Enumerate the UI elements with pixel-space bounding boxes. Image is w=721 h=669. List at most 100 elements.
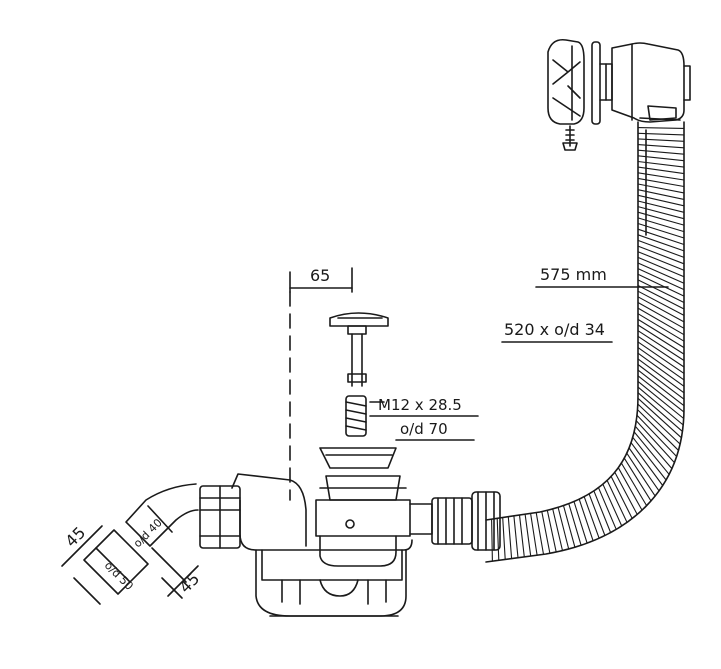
hose-rib <box>637 307 685 336</box>
hose-rib <box>530 512 538 556</box>
hose-rib <box>637 262 685 284</box>
hose-rib <box>637 234 685 252</box>
hose-rib <box>588 493 606 537</box>
hose-rib <box>636 409 679 451</box>
hose-rib <box>491 518 493 562</box>
hose-length-label: 575 mm <box>540 265 607 284</box>
hose-rib <box>637 347 685 381</box>
hose-rib <box>637 239 685 258</box>
hose-rib <box>602 483 623 527</box>
hose-rib <box>573 501 588 544</box>
hose-rib <box>637 206 685 220</box>
hose-rib <box>623 457 652 502</box>
hose-rib <box>635 420 675 464</box>
hose-rib <box>557 506 570 550</box>
hose-rib <box>637 380 685 420</box>
hose-rib <box>626 452 656 497</box>
hose-rib <box>633 431 670 475</box>
screw-label: M12 x 28.5 <box>378 396 462 414</box>
hose-rib <box>637 183 685 194</box>
hose-rib <box>552 508 564 552</box>
angle-bottom-label: 45 <box>175 569 203 597</box>
gap-dimension <box>289 267 353 501</box>
hose-rib <box>637 324 685 355</box>
hose-rib <box>637 284 685 310</box>
hose-rib <box>637 290 685 316</box>
hose-rib <box>637 330 685 362</box>
hose-rib <box>620 462 648 507</box>
hose-rib <box>610 475 633 520</box>
hose-rib <box>637 386 684 426</box>
hose-rib <box>637 273 685 297</box>
hose-rib <box>637 251 685 271</box>
hose-rib <box>637 160 685 168</box>
hose-connector <box>431 491 501 551</box>
corrugated-hose <box>485 121 685 563</box>
bottle-trap <box>231 473 413 617</box>
hose-rib <box>637 217 685 233</box>
hose-rib <box>637 138 685 142</box>
elbow-od-label: o/d 40 <box>131 516 165 550</box>
overflow-body <box>611 42 691 123</box>
hose-rib <box>637 155 685 162</box>
hose-rib <box>578 498 594 542</box>
hose-rib <box>637 341 685 374</box>
hose-rib <box>637 268 685 291</box>
hose-rib <box>637 132 685 136</box>
hose-rib <box>606 479 628 523</box>
trap-nut <box>199 485 241 549</box>
overflow-flange <box>591 41 613 125</box>
hose-rib <box>637 363 685 400</box>
hose-rib <box>562 505 576 548</box>
hose-rib <box>637 228 685 246</box>
waste-od-label: o/d 70 <box>400 420 448 438</box>
hose-size-label: 520 x o/d 34 <box>504 320 605 339</box>
hose-rib <box>637 369 685 407</box>
hose-rib <box>637 189 685 200</box>
hose-rib <box>541 511 551 554</box>
hose-rib <box>637 313 685 342</box>
hose-rib <box>632 436 667 481</box>
gap-label: 65 <box>310 266 330 285</box>
overflow-screw <box>562 125 578 151</box>
angle-left-label: 45 <box>61 523 89 551</box>
hose-rib <box>637 149 685 155</box>
hose-rib <box>583 496 600 539</box>
hose-rib <box>535 512 545 555</box>
hose-rib <box>637 279 685 304</box>
outlet-pipe <box>83 529 149 595</box>
hose-rib <box>637 403 681 445</box>
hose-rib <box>593 490 612 534</box>
hose-rib <box>637 211 685 226</box>
hose-rib <box>637 166 685 175</box>
hose-rib <box>637 375 685 413</box>
hose-rib <box>513 515 519 559</box>
hose-rib <box>637 256 685 278</box>
waste-body <box>315 475 433 567</box>
waste-cup <box>319 439 475 469</box>
hose-rib <box>637 301 685 329</box>
hose-rib <box>637 392 683 432</box>
plug-stopper <box>329 312 389 387</box>
hose-rib <box>637 194 685 207</box>
hose-rib <box>637 245 685 265</box>
angle-dimensions <box>61 525 199 605</box>
hose-rib <box>496 517 500 561</box>
hose-rib <box>507 516 513 560</box>
hose-rib <box>630 442 664 487</box>
hose-rib <box>546 509 557 553</box>
hose-rib <box>637 200 685 213</box>
hose-rib <box>518 514 525 558</box>
hose-rib <box>636 414 678 457</box>
hose-rib <box>628 447 660 492</box>
hose-rib <box>614 471 638 515</box>
hose-rib <box>637 222 685 239</box>
hose-rib <box>637 335 685 368</box>
hose-rib <box>637 397 682 439</box>
outlet-od-label: o/d 50 <box>102 559 136 593</box>
hose-rib <box>502 516 506 560</box>
hose-rib <box>637 296 685 323</box>
hose-rib <box>637 358 685 394</box>
